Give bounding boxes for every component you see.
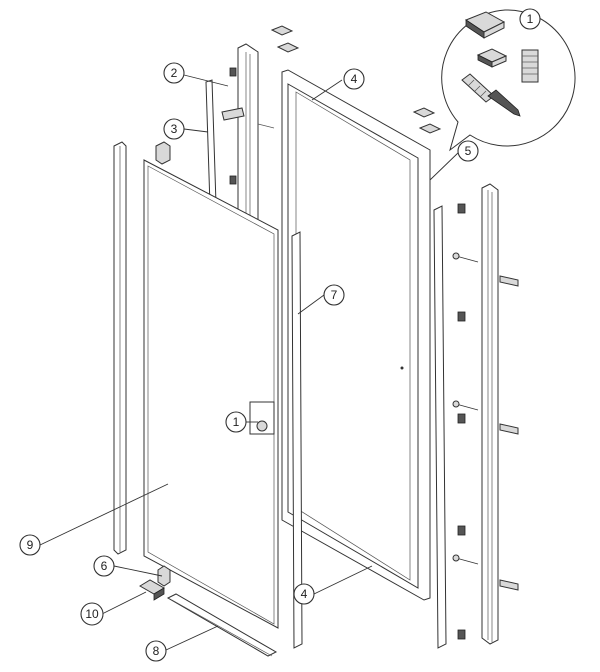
svg-text:4: 4 [301,587,308,601]
callout-2: 2 [163,62,185,84]
right-inner-strip [433,205,447,649]
bottom-block-10 [139,579,165,601]
svg-text:1: 1 [233,415,240,429]
callout-10: 10 [80,602,104,626]
callout-9: 9 [19,534,41,556]
right-wall-profile [452,183,519,645]
callout-1-top: 1 [519,8,541,30]
callout-6: 6 [93,555,115,577]
callout-8: 8 [145,640,167,662]
door-frame-4 [281,69,431,601]
bracket-piece [155,141,171,165]
bottom-sweep-8 [166,593,278,657]
svg-text:2: 2 [171,66,178,80]
callout-4-top: 4 [343,68,365,90]
svg-text:6: 6 [101,559,108,573]
wall-profile-left [221,43,275,231]
callout-3: 3 [163,118,185,140]
screws-right [452,252,479,565]
left-vertical-profile [113,141,127,555]
callout-7: 7 [323,284,345,306]
callout-4-bottom: 4 [293,583,315,605]
seal-strip-3 [205,79,217,207]
svg-text:3: 3 [171,122,178,136]
svg-text:8: 8 [153,644,160,658]
end-cap-small-icon [476,48,508,68]
wall-plugs-right [499,275,519,591]
callout-5: 5 [457,140,479,162]
svg-text:4: 4 [351,72,358,86]
gasket-strip-icon [521,49,539,83]
svg-text:5: 5 [465,144,472,158]
glass-panel-9 [143,159,279,629]
screw-icon [487,89,521,117]
hardware-detail-bubble [441,9,576,152]
svg-text:9: 9 [27,538,34,552]
end-cap-large-icon [464,11,506,39]
svg-text:10: 10 [85,607,99,621]
callout-1-handle: 1 [225,411,247,433]
svg-text:7: 7 [331,288,338,302]
magnetic-strip-7 [291,231,303,649]
leader-lines [39,74,461,651]
mounting-blocks [457,203,466,640]
top-end-caps [270,25,442,134]
svg-text:1: 1 [527,12,534,26]
bottom-clip-6 [157,565,171,587]
